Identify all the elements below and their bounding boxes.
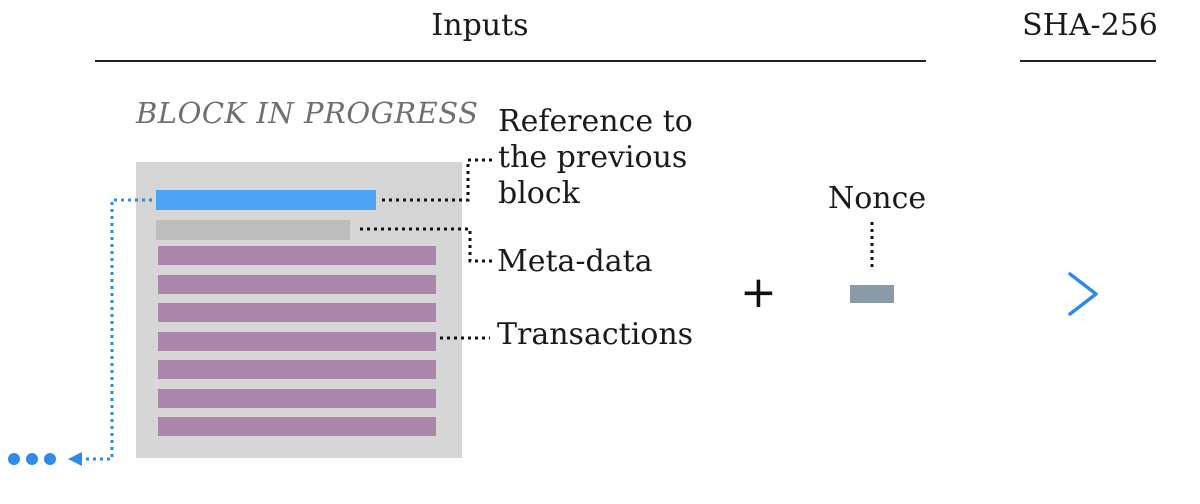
block-title: BLOCK IN PROGRESS — [136, 96, 479, 130]
transaction-bar — [158, 246, 436, 265]
metadata-bar — [156, 220, 350, 240]
plus-icon: + — [740, 267, 777, 318]
chevron-right-icon — [1068, 272, 1098, 316]
transaction-bar — [158, 360, 436, 379]
reference-label-line-2: the previous — [498, 140, 688, 175]
reference-label: Reference to the previous block — [498, 104, 693, 212]
transaction-bar — [158, 417, 436, 436]
metadata-label: Meta-data — [497, 244, 653, 279]
transaction-bar — [158, 331, 436, 351]
reference-label-line-1: Reference to — [498, 104, 693, 139]
transaction-bar — [158, 388, 436, 408]
metadata-connector — [360, 227, 492, 263]
ellipsis-icon — [8, 453, 56, 465]
transaction-bar — [158, 303, 436, 322]
transaction-bar — [158, 274, 436, 294]
previous-block-arrowhead — [68, 452, 82, 466]
reference-connector — [382, 158, 492, 202]
nonce-block — [850, 285, 894, 303]
sha256-header-rule — [1020, 60, 1156, 62]
sha256-header: SHA-256 — [1022, 8, 1158, 43]
previous-block-reference-bar — [156, 190, 376, 210]
previous-block-link — [84, 198, 152, 461]
reference-label-line-3: block — [498, 176, 580, 211]
transactions-label: Transactions — [497, 317, 694, 352]
inputs-header: Inputs — [431, 8, 529, 43]
inputs-header-rule — [95, 60, 926, 62]
nonce-label: Nonce — [828, 181, 927, 216]
